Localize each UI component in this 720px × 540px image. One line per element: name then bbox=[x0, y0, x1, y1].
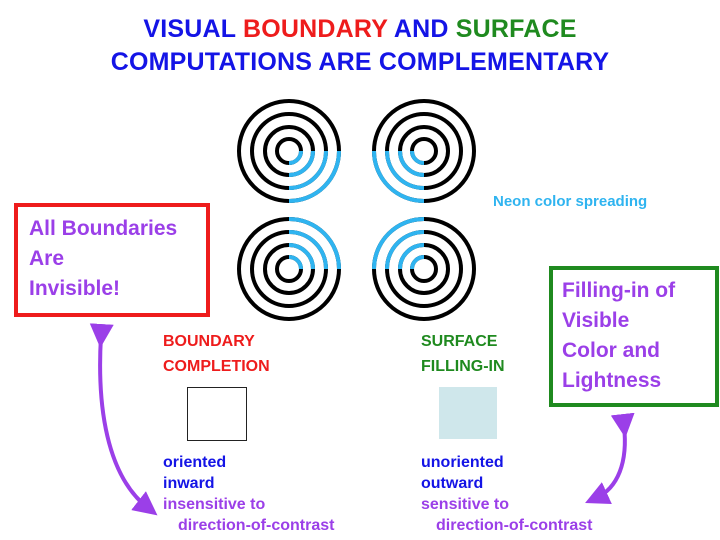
surface-heading-line-1: SURFACE bbox=[421, 333, 498, 350]
neon-figure-top-right bbox=[372, 99, 476, 203]
boundary-outline-square bbox=[187, 387, 247, 441]
surface-prop-sensitive: sensitive to bbox=[421, 496, 510, 513]
title-line-1: VISUAL BOUNDARY AND SURFACE bbox=[0, 14, 720, 45]
title-word-visual: VISUAL bbox=[143, 15, 243, 43]
surface-prop-outward: outward bbox=[421, 475, 484, 492]
all-boundaries-invisible-text: All Boundaries Are Invisible! bbox=[29, 214, 209, 304]
neon-color-spreading-label: Neon color spreading bbox=[493, 193, 648, 210]
right-box-line-2: Visible bbox=[562, 309, 630, 332]
boundary-invisible-box bbox=[14, 203, 210, 317]
surface-prop-direction: direction-of-contrast bbox=[436, 517, 593, 534]
title-word-surface: SURFACE bbox=[455, 15, 577, 43]
surface-filled-square bbox=[439, 387, 497, 439]
surface-filling-in-heading: SURFACE FILLING-IN bbox=[421, 329, 505, 379]
boundary-prop-inward: inward bbox=[163, 475, 215, 492]
surface-prop-unoriented: unoriented bbox=[421, 454, 504, 471]
right-box-line-1: Filling-in of bbox=[562, 279, 676, 302]
filling-in-visible-text: Filling-in of Visible Color and Lightnes… bbox=[562, 276, 712, 396]
title-word-boundary: BOUNDARY bbox=[242, 15, 388, 43]
title-line-2: COMPUTATIONS ARE COMPLEMENTARY bbox=[110, 48, 610, 76]
boundary-properties: oriented inward insensitive to direction… bbox=[163, 452, 334, 536]
right-box-line-3: Color and bbox=[562, 339, 660, 362]
title-word-and: AND bbox=[387, 15, 456, 43]
boundary-prop-oriented: oriented bbox=[163, 454, 227, 471]
left-box-line-2: Are bbox=[29, 247, 65, 270]
right-double-arrow bbox=[585, 412, 635, 504]
neon-figure-top-left bbox=[237, 99, 341, 203]
filling-in-box bbox=[549, 266, 719, 407]
boundary-heading-line-1: BOUNDARY bbox=[163, 333, 255, 350]
boundary-prop-direction: direction-of-contrast bbox=[178, 517, 335, 534]
neon-figure-bottom-right bbox=[372, 217, 476, 321]
surface-properties: unoriented outward sensitive to directio… bbox=[421, 452, 592, 536]
left-box-line-1: All Boundaries bbox=[29, 217, 178, 240]
neon-figure-bottom-left bbox=[237, 217, 341, 321]
right-box-line-4: Lightness bbox=[562, 369, 662, 392]
left-double-arrow bbox=[89, 323, 158, 516]
surface-heading-line-2: FILLING-IN bbox=[421, 358, 505, 375]
boundary-prop-insensitive: insensitive to bbox=[163, 496, 266, 513]
boundary-completion-heading: BOUNDARY COMPLETION bbox=[163, 329, 270, 379]
left-box-line-3: Invisible! bbox=[29, 277, 121, 300]
boundary-heading-line-2: COMPLETION bbox=[163, 358, 270, 375]
